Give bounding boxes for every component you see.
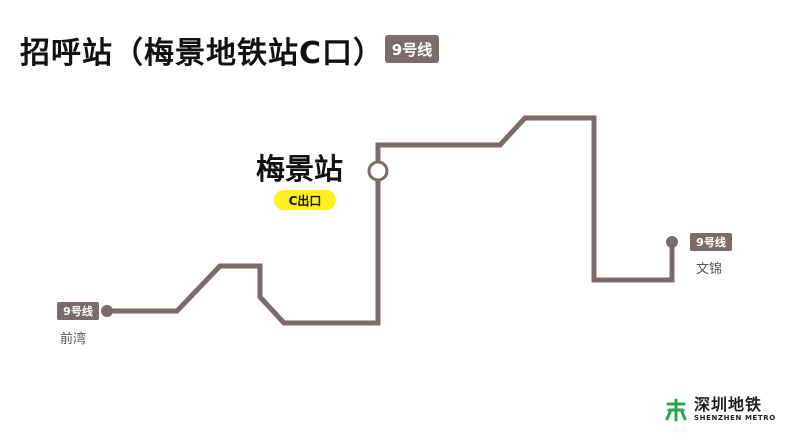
west-terminus-name: 前湾 bbox=[60, 332, 87, 347]
shenzhen-metro-logo: 深圳地铁 SHENZHEN METRO bbox=[664, 396, 776, 423]
east-terminus-dot bbox=[666, 236, 678, 248]
logo-name-cn: 深圳地铁 bbox=[694, 395, 763, 414]
title-line-badge: 9号线 bbox=[385, 35, 439, 63]
east-terminus-name: 文锦 bbox=[696, 262, 723, 277]
metro-logo-icon bbox=[665, 398, 687, 421]
exit-label: C出口 bbox=[274, 190, 336, 210]
logo-name-en: SHENZHEN METRO bbox=[694, 414, 776, 422]
station-name: 梅景站 bbox=[256, 152, 344, 186]
route-line bbox=[107, 115, 675, 326]
meijing-station-marker bbox=[367, 160, 389, 182]
east-line-badge: 9号线 bbox=[690, 233, 732, 251]
page-title: 招呼站（梅景地铁站C口） bbox=[20, 36, 385, 71]
west-terminus-dot bbox=[101, 305, 113, 317]
west-line-badge: 9号线 bbox=[57, 302, 99, 320]
